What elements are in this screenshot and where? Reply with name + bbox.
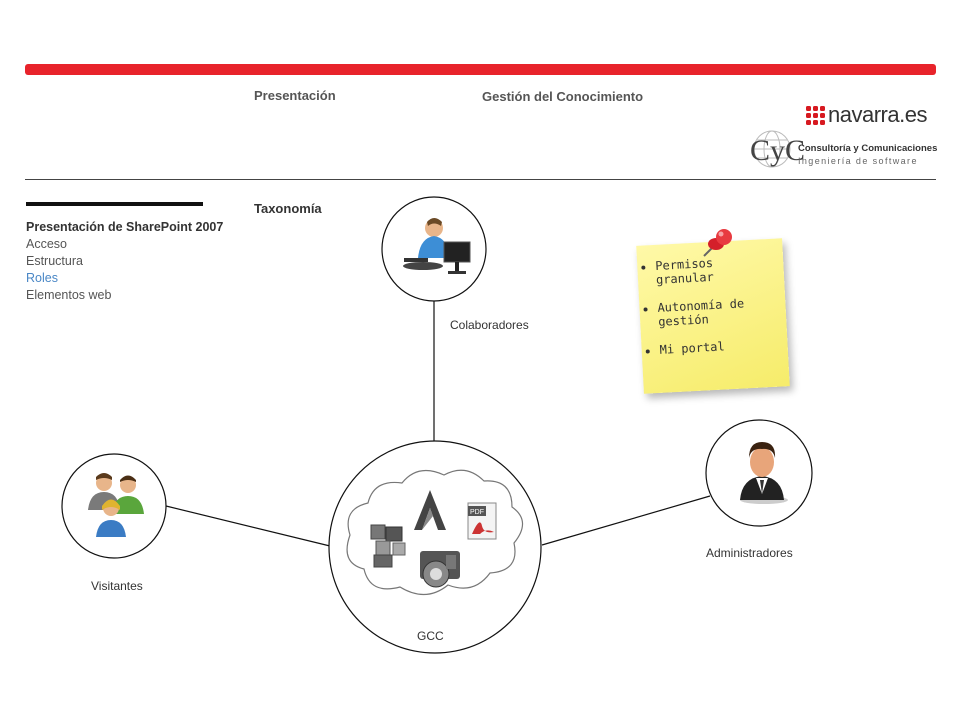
- pdf-file-icon: PDF: [467, 502, 497, 540]
- user-group-icon: [88, 473, 144, 537]
- node-visitantes[interactable]: [61, 453, 167, 559]
- user-computer-icon: [403, 218, 471, 274]
- sidebar-item-elementos-web[interactable]: Elementos web: [26, 288, 112, 302]
- label-administradores: Administradores: [706, 546, 793, 560]
- cyc-logo: CyC Consultoría y Comunicaciones Ingenie…: [748, 127, 937, 173]
- sidebar-item-acceso[interactable]: Acceso: [26, 237, 67, 251]
- tab-gestion-conocimiento[interactable]: Gestión del Conocimiento: [482, 89, 644, 104]
- connector-visitantes: [165, 505, 331, 547]
- sidebar-nav: Presentación de SharePoint 2007 Acceso E…: [26, 219, 223, 304]
- navarra-logo: navarra.es: [804, 102, 929, 132]
- connector-administradores: [541, 495, 711, 546]
- acrobat-a-icon: [414, 490, 446, 530]
- globe-icon: [753, 130, 791, 168]
- cloud-documents-icon: PDF: [346, 469, 524, 596]
- node-gcc[interactable]: PDF: [328, 440, 542, 654]
- header-red-bar: [25, 64, 936, 75]
- pdf-label: PDF: [470, 509, 484, 516]
- sidebar-item-roles[interactable]: Roles: [26, 271, 58, 285]
- node-administradores[interactable]: [705, 419, 813, 527]
- header-divider: [25, 179, 936, 180]
- navarra-logo-text: navarra.es: [828, 102, 927, 127]
- infopath-icon: [370, 524, 406, 568]
- cyc-logo-line2: Ingeniería de software: [798, 156, 918, 166]
- node-colaboradores[interactable]: [381, 196, 487, 302]
- sticky-note: Permisos granular Autonomía de gestión M…: [636, 238, 790, 394]
- sidebar-title: Presentación de SharePoint 2007: [26, 220, 224, 234]
- sticky-note-item: Autonomía de gestión: [657, 295, 780, 328]
- admin-user-icon: [740, 442, 788, 504]
- push-pin-icon: [703, 229, 732, 257]
- cyc-logo-text: CyC: [750, 134, 806, 167]
- sticky-note-item: Mi portal: [659, 336, 782, 356]
- label-gcc: GCC: [417, 629, 444, 643]
- tab-presentacion[interactable]: Presentación: [254, 88, 336, 103]
- sidebar-rule: [26, 202, 203, 206]
- cyc-logo-line1: Consultoría y Comunicaciones: [798, 143, 938, 154]
- section-title: Taxonomía: [254, 201, 322, 216]
- sidebar-item-estructura[interactable]: Estructura: [26, 254, 83, 268]
- media-reel-icon: [420, 551, 460, 588]
- label-visitantes: Visitantes: [91, 579, 143, 593]
- navarra-logo-icon: [806, 106, 825, 125]
- label-colaboradores: Colaboradores: [450, 318, 529, 332]
